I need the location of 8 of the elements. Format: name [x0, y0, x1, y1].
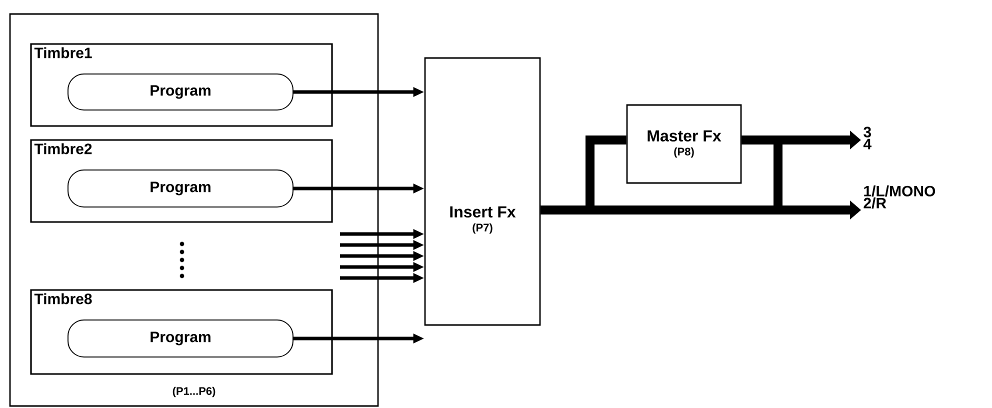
program-pill: Program — [68, 74, 294, 110]
effect-box: Master Fx (P8) — [626, 104, 742, 184]
program-pill: Program — [68, 320, 294, 358]
program-pill: Program — [68, 170, 294, 208]
effect-box: Insert Fx (P7) — [424, 57, 541, 326]
parameter-label: (P1...P6) — [172, 386, 216, 398]
output-label: 3 4 — [863, 126, 872, 150]
output-label: 1/L/MONO 2/R — [864, 185, 936, 209]
